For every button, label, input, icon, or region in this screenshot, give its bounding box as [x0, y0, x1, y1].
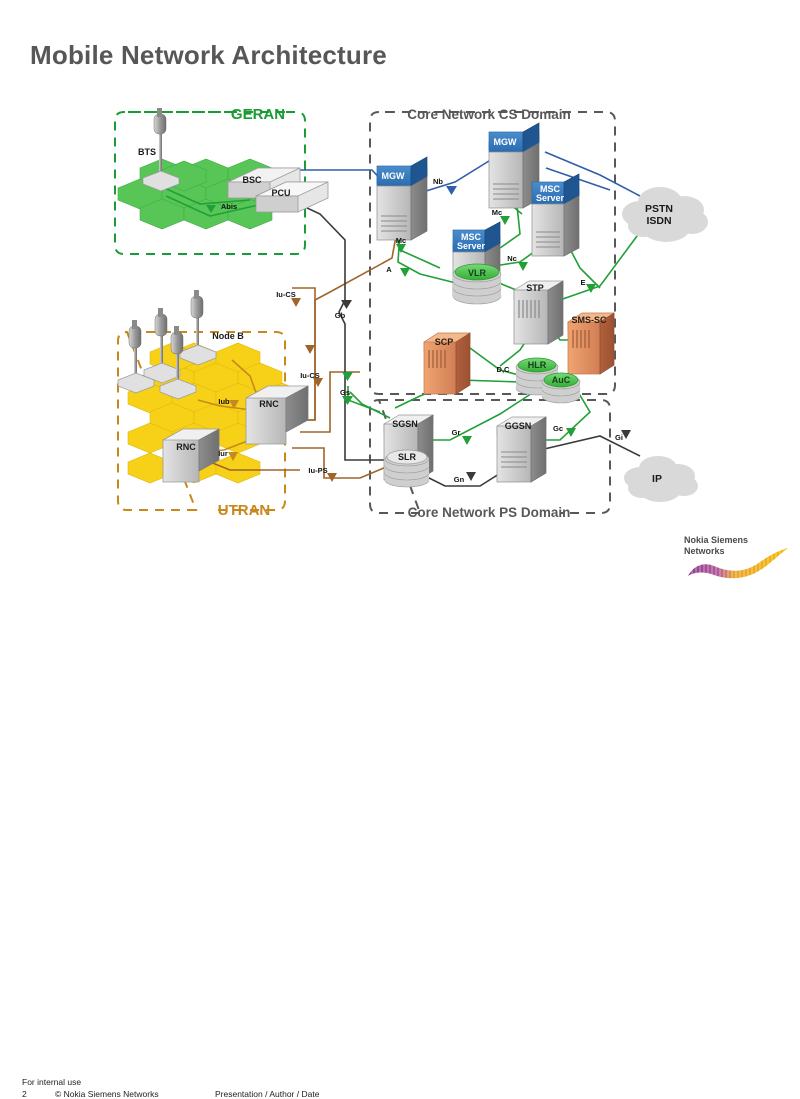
server-mgw-1 — [376, 156, 428, 241]
iface-label-dc: D,C — [497, 365, 511, 374]
iface-label-gn: Gn — [454, 475, 465, 484]
cube-rnc-2 — [162, 428, 220, 483]
logo-wordmark: Nokia Siemens Networks — [684, 535, 749, 556]
node-label-rnc-2: RNC — [176, 442, 196, 452]
footer-page-number: 2 — [22, 1089, 27, 1099]
iface-label-iu-cs-1: Iu-CS — [276, 290, 296, 299]
iface-label-gr: Gr — [452, 428, 461, 437]
node-label-vlr: VLR — [468, 268, 487, 278]
iface-label-gi: Gi — [615, 433, 623, 442]
node-label-pcu: PCU — [271, 188, 290, 198]
node-label-ggsn: GGSN — [505, 421, 532, 431]
iface-label-nc: Nc — [507, 254, 517, 263]
interface-label-layer: Abis Nb Mc Mc Nc A E D,C Iu-CS Iu-CS Iu-… — [218, 177, 623, 484]
zone-box-geran — [114, 111, 306, 255]
server-mgw-2 — [488, 122, 540, 209]
db-slr — [384, 449, 430, 488]
iface-label-a: A — [386, 265, 392, 274]
node-label-slr: SLR — [398, 452, 417, 462]
node-label-sgsn: SGSN — [392, 419, 418, 429]
node-label-rnc-1: RNC — [259, 399, 279, 409]
iface-label-iu-ps: Iu-PS — [308, 466, 327, 475]
node-label-nodeb: Node B — [212, 331, 244, 341]
zone-label-layer: GERAN UTRAN Core Network CS Domain Core … — [218, 106, 571, 520]
slide-footer: For internal use 2 © Nokia Siemens Netwo… — [0, 540, 800, 1099]
iface-label-abis: Abis — [221, 202, 237, 211]
server-stp — [513, 280, 564, 345]
cloud-pstn-isdn — [622, 187, 708, 242]
iface-label-mc-2: Mc — [396, 236, 406, 245]
iface-label-gb: Gb — [335, 311, 346, 320]
node-label-sms-sc: SMS-SC — [571, 315, 607, 325]
footer-copyright: © Nokia Siemens Networks — [55, 1089, 159, 1099]
node-label-bsc: BSC — [242, 175, 262, 185]
zone-box-cs-domain — [369, 111, 616, 395]
server-scp — [423, 332, 471, 395]
link-group-brown — [199, 235, 399, 479]
antenna-nodeb-group — [117, 290, 217, 400]
cloud-label-ip: IP — [652, 473, 662, 485]
node-label-stp: STP — [526, 283, 544, 293]
zone-label-geran: GERAN — [231, 106, 285, 123]
iface-label-mc-1: Mc — [492, 208, 502, 217]
iface-label-iub: Iub — [218, 397, 230, 406]
link-group-blue — [287, 151, 641, 201]
box-pcu — [255, 181, 329, 213]
iface-label-gc: Gc — [553, 424, 563, 433]
server-sms-sc — [567, 312, 615, 375]
node-label-auc: AuC — [552, 375, 571, 385]
server-msc-1 — [531, 173, 580, 257]
iface-label-gs: Gs — [340, 388, 350, 397]
logo-swoosh-icon — [688, 542, 788, 582]
nokia-siemens-networks-logo: Nokia Siemens Networks — [684, 532, 792, 584]
node-label-scp: SCP — [435, 337, 454, 347]
zone-label-cs-domain: Core Network CS Domain — [407, 107, 571, 122]
cube-rnc-1 — [245, 385, 309, 445]
iface-label-e: E — [580, 278, 585, 287]
node-label-mgw-1: MGW — [382, 171, 405, 181]
node-label-mgw-2: MGW — [494, 137, 517, 147]
iface-label-iu-cs-2: Iu-CS — [300, 371, 320, 380]
cloud-ip — [624, 456, 698, 502]
zone-box-ps-domain — [369, 398, 611, 514]
db-vlr — [452, 263, 502, 305]
page-title: Mobile Network Architecture — [30, 40, 387, 70]
node-label-bts: BTS — [138, 147, 156, 157]
db-auc — [541, 372, 581, 404]
zone-label-ps-domain: Core Network PS Domain — [408, 505, 571, 520]
server-ggsn — [496, 416, 547, 483]
footer-presentation-meta: Presentation / Author / Date — [215, 1089, 320, 1099]
antenna-bts — [142, 108, 180, 192]
node-label-hlr: HLR — [528, 360, 547, 370]
slide-canvas: Mobile Network Architecture — [0, 40, 800, 1099]
footer-internal-use: For internal use — [22, 1077, 82, 1087]
zone-label-utran: UTRAN — [218, 502, 271, 519]
iface-label-nb: Nb — [433, 177, 443, 186]
iface-label-iur: Iur — [218, 449, 228, 458]
